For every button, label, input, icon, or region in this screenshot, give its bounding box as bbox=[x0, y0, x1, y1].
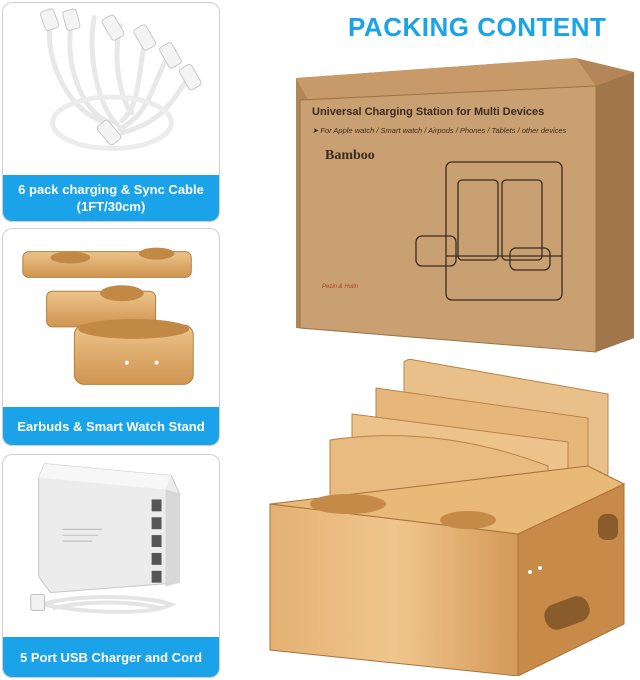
usb-charger-image bbox=[30, 463, 180, 614]
caption-line1: 5 Port USB Charger and Cord bbox=[19, 649, 203, 665]
item-card-charger: 5 Port USB Charger and Cord bbox=[2, 454, 220, 678]
item-card-cables: 6 pack charging & Sync Cable (1FT/30cm) bbox=[2, 2, 220, 222]
box-material: Bamboo bbox=[325, 148, 375, 163]
box-logo: Pezin & Hulin bbox=[322, 284, 359, 290]
item-caption-charger: 5 Port USB Charger and Cord bbox=[3, 637, 219, 677]
usb-cables-image bbox=[40, 8, 202, 151]
product-box-image bbox=[296, 58, 634, 353]
item-card-stands: Earbuds & Smart Watch Stand bbox=[2, 228, 220, 446]
bamboo-charging-station-image bbox=[269, 358, 626, 676]
box-title: Universal Charging Station for Multi Dev… bbox=[312, 106, 545, 118]
item-caption-cables: 6 pack charging & Sync Cable (1FT/30cm) bbox=[3, 175, 219, 221]
box-subtitle: ➤ For Apple watch / Smart watch / Airpod… bbox=[312, 126, 567, 135]
caption-line1: Earbuds & Smart Watch Stand bbox=[17, 418, 205, 434]
item-caption-stands: Earbuds & Smart Watch Stand bbox=[3, 407, 219, 445]
caption-line1: 6 pack charging & Sync Cable bbox=[18, 182, 204, 197]
page-title: PACKING CONTENT bbox=[348, 12, 607, 42]
caption-line2: (1FT/30cm) bbox=[76, 199, 146, 214]
bamboo-stands-image bbox=[22, 247, 194, 385]
